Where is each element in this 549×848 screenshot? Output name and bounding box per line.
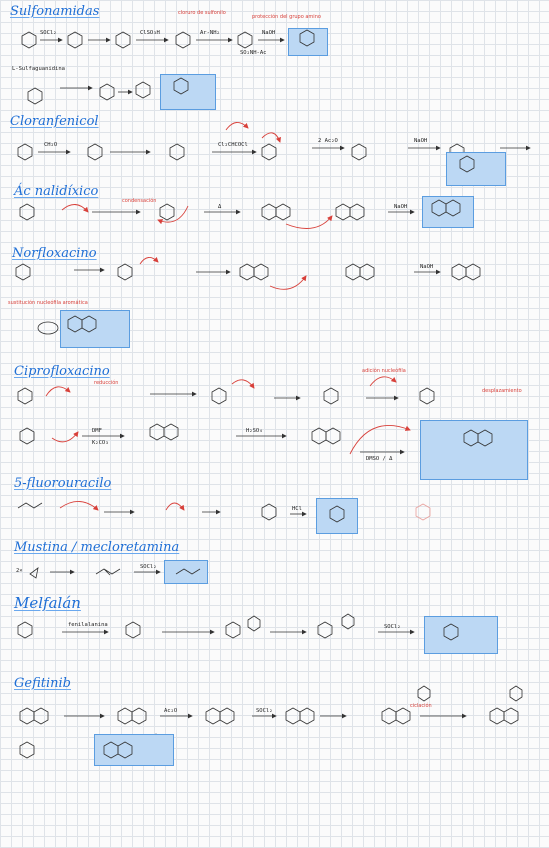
section-title-cloranfenicol: Cloranfenicol — [10, 114, 99, 129]
product-box-fluorouracilo — [316, 498, 358, 534]
product-box-nalidixico — [422, 196, 474, 228]
annotation: condensación — [122, 198, 157, 204]
reagent-label: Cl₂CHCOCl — [218, 142, 248, 148]
reagent-label: SOCl₂ — [140, 564, 157, 570]
reagent-label: NaOH — [262, 30, 276, 36]
melfalan-structures — [17, 613, 455, 639]
annotation: sustitución nucleófila aromática — [8, 300, 88, 306]
product-box-sulfa — [288, 28, 328, 56]
reagent-label: K₂CO₃ — [92, 440, 109, 446]
reagent-label: NaOH — [414, 138, 428, 144]
section-title-fluorouracilo: 5-fluorouracilo — [14, 476, 112, 491]
reagent-label: SOCl₂ — [384, 624, 401, 630]
product-box-mustina — [164, 560, 208, 584]
section-title-ac-nalidixico: Ác nalidíxico — [14, 184, 99, 199]
reagent-label: DMSO / Δ — [366, 456, 393, 462]
mustina-structures — [29, 567, 199, 579]
fu-faded-structure — [415, 503, 431, 521]
section-title-ciprofloxacino: Ciprofloxacino — [14, 364, 110, 379]
cloranfenicol-structures — [17, 143, 531, 161]
product-box-sulfaguanidina — [160, 74, 216, 110]
reagent-label: Δ — [218, 204, 222, 210]
reagent-label: HCl — [292, 506, 302, 512]
section-title-norfloxacino: Norfloxacino — [12, 246, 97, 261]
section-title-mustina: Mustina / mecloretamina — [14, 540, 180, 555]
reagent-label: CH₂O — [44, 142, 58, 148]
annotation: ciclación — [410, 703, 432, 709]
annotation: reducción — [94, 380, 119, 386]
annotation: protección del grupo amino — [252, 14, 321, 20]
mechanism-arrows — [45, 122, 411, 511]
product-box-melfalan — [424, 616, 498, 654]
reagent-label: NaOH — [394, 204, 408, 210]
reagent-label: ClSO₃H — [140, 30, 160, 36]
reagent-label: H₂SO₄ — [246, 428, 263, 434]
section-title-sulfonamidas: Sulfonamidas — [10, 4, 100, 19]
annotation: cloruro de sulfonilo — [178, 10, 226, 16]
reagent-label: 2× — [16, 568, 23, 574]
product-box-ciprofloxacino — [420, 420, 528, 480]
section-title-melfalan: Melfalán — [14, 594, 81, 612]
reagent-label: fenilalanina — [68, 622, 108, 628]
reagent-label: Ac₂O — [164, 708, 178, 714]
section-title-gefitinib: Gefitinib — [14, 676, 71, 691]
reagent-label: 2 Ac₂O — [318, 138, 338, 144]
annotation: desplazamiento — [482, 388, 522, 394]
annotation: adición nucleófila — [362, 368, 406, 374]
product-box-cloranfenicol — [446, 152, 506, 186]
reagent-label: DMF — [92, 428, 102, 434]
reagent-label: NaOH — [420, 264, 434, 270]
product-box-gefitinib — [94, 734, 174, 766]
reagent-label: Ar-NH₂ — [200, 30, 220, 36]
reagent-label: SOCl₂ — [40, 30, 57, 36]
subsection-label: L-Sulfaguanidina — [12, 66, 65, 72]
reagent-label: SOCl₂ — [256, 708, 273, 714]
compound-label: SO₂NH-Ac — [240, 50, 267, 56]
